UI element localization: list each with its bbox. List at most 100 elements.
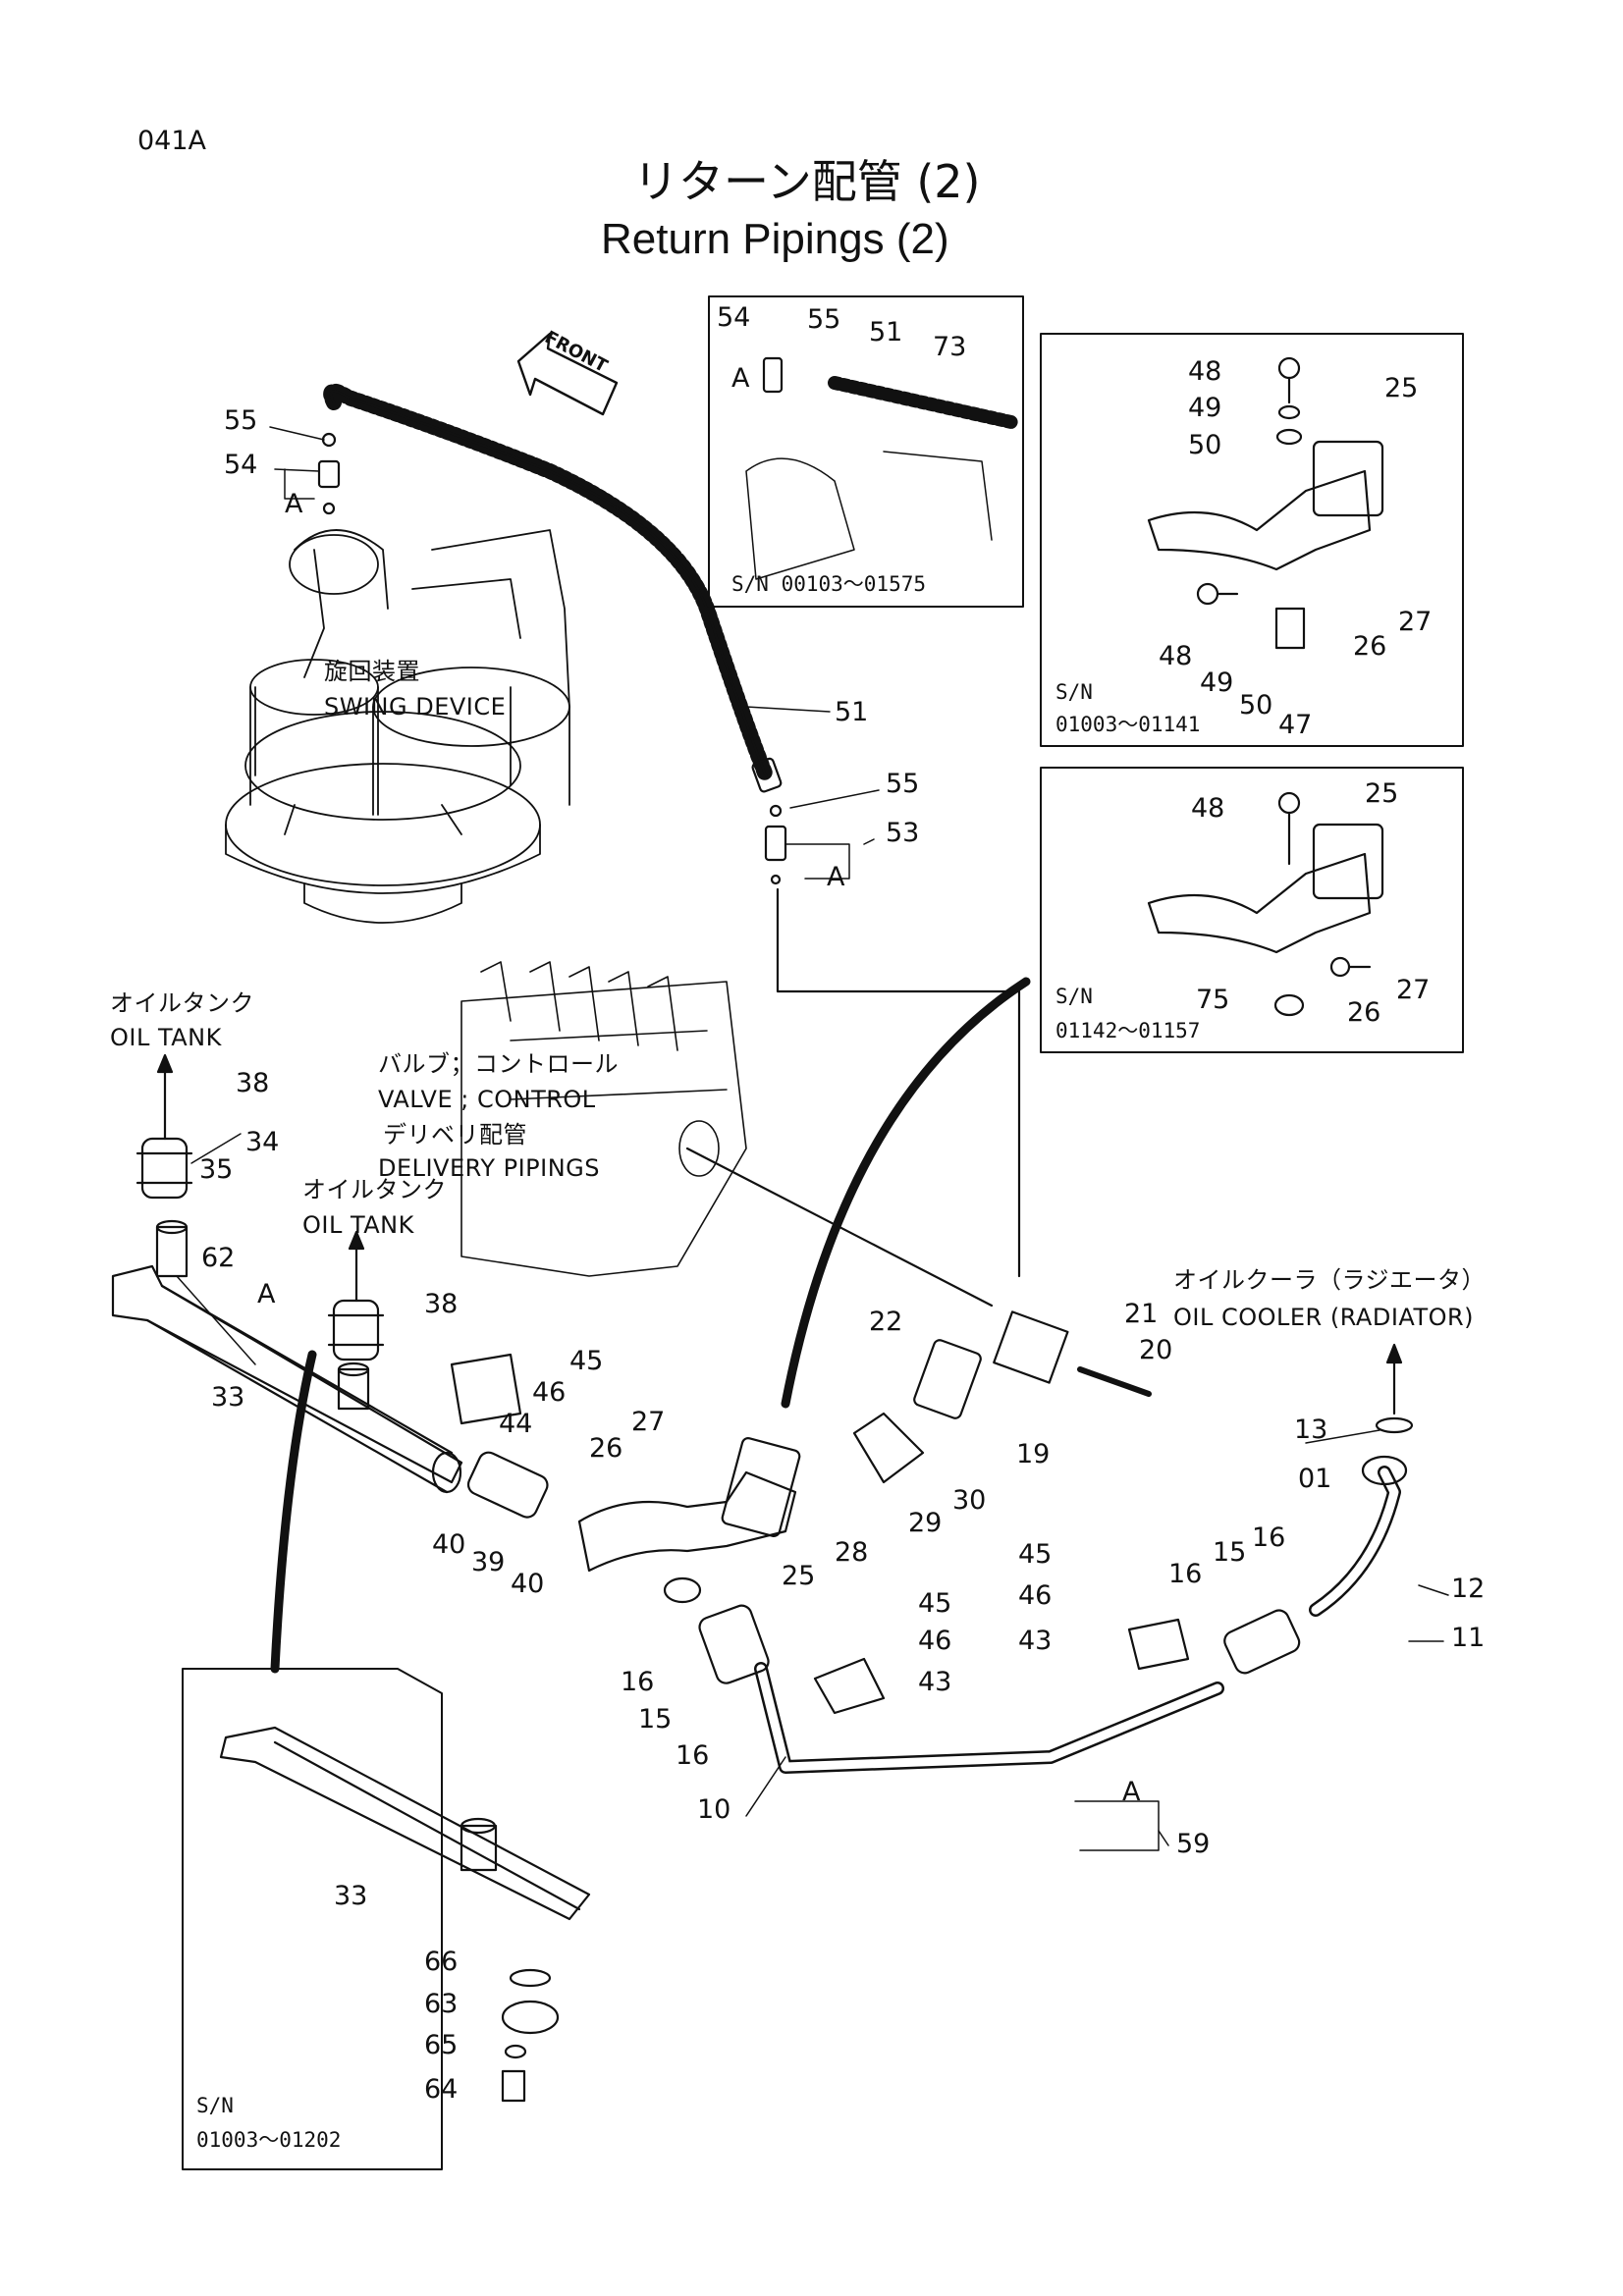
callout-11: 11: [1451, 1623, 1486, 1653]
oil-tank-right-label-jp: オイルタンク: [302, 1176, 447, 1203]
callout-16: 16: [621, 1667, 655, 1697]
callout-13: 13: [1294, 1415, 1328, 1445]
swing-device-label-jp: 旋回装置: [324, 658, 420, 685]
title-english: Return Pipings (2): [601, 215, 949, 263]
callout-62: 62: [201, 1243, 236, 1273]
callout-63: 63: [424, 1989, 459, 2019]
inset-pipe-serial-range: 01003～01202: [196, 2128, 342, 2152]
callout-73: 73: [933, 332, 967, 362]
callout-25: 25: [1384, 373, 1419, 403]
inset-elbow-b-frame: [1040, 767, 1464, 1053]
callout-51: 51: [835, 697, 869, 727]
callout-53: 53: [886, 818, 920, 848]
inset-elbow-b-serial-label: S/N: [1055, 985, 1093, 1008]
callout-35: 35: [199, 1154, 234, 1185]
callout-51: 51: [869, 317, 903, 347]
callout-40: 40: [432, 1529, 466, 1560]
callout-25: 25: [1365, 778, 1399, 809]
callout-26: 26: [1353, 631, 1387, 662]
callout-16: 16: [1168, 1559, 1203, 1589]
inset-elbow-b-serial-range: 01142～01157: [1055, 1019, 1201, 1042]
callout-27: 27: [631, 1407, 666, 1437]
swing-device-drawing: [225, 529, 570, 924]
inset-elbow-a-frame: [1040, 333, 1464, 747]
callout-45: 45: [569, 1346, 604, 1376]
hose-38-left: [135, 1137, 193, 1200]
delivery-pipings-label-jp: デリベリ配管: [383, 1121, 527, 1148]
callout-a: A: [827, 862, 845, 892]
callout-16: 16: [1252, 1522, 1286, 1553]
callout-55: 55: [886, 769, 920, 799]
callout-50: 50: [1188, 430, 1222, 460]
hose-38-right: [327, 1299, 385, 1362]
inset-hose-serial: S/N 00103～01575: [731, 572, 927, 596]
oil-cooler-label-en: OIL COOLER (RADIATOR): [1173, 1304, 1475, 1331]
inset-elbow-a-serial-label: S/N: [1055, 680, 1093, 704]
callout-48: 48: [1188, 356, 1222, 387]
swing-device-label-en: SWING DEVICE: [324, 693, 507, 721]
callout-21: 21: [1124, 1299, 1159, 1329]
callout-27: 27: [1396, 975, 1431, 1005]
callout-33: 33: [211, 1382, 245, 1413]
callout-26: 26: [1347, 997, 1381, 1028]
callout-15: 15: [1213, 1537, 1247, 1568]
callout-22: 22: [869, 1307, 903, 1337]
tank-pipe-33: [111, 1219, 463, 1494]
callout-54: 54: [717, 302, 751, 333]
callout-40: 40: [511, 1569, 545, 1599]
callout-12: 12: [1451, 1574, 1486, 1604]
title-japanese: リターン配管 (2): [633, 155, 981, 208]
callout-45: 45: [918, 1588, 952, 1619]
callout-65: 65: [424, 2030, 459, 2060]
callout-54: 54: [224, 450, 258, 480]
oil-tank-right-label-en: OIL TANK: [302, 1211, 414, 1239]
callout-50: 50: [1239, 690, 1273, 721]
callout-43: 43: [1018, 1626, 1053, 1656]
front-arrow-icon: [516, 332, 619, 416]
callout-27: 27: [1398, 607, 1433, 637]
callout-28: 28: [835, 1537, 869, 1568]
elbow-25: [577, 1470, 797, 1573]
callout-26: 26: [589, 1433, 623, 1464]
callout-29: 29: [908, 1508, 943, 1538]
inset-elbow-a-serial-range: 01003～01141: [1055, 713, 1201, 736]
callout-47: 47: [1278, 710, 1313, 740]
callout-43: 43: [918, 1667, 952, 1697]
callout-a: A: [285, 489, 303, 519]
callout-48: 48: [1191, 793, 1225, 824]
callout-49: 49: [1200, 667, 1234, 698]
callout-16: 16: [676, 1740, 710, 1771]
callout-a: A: [1122, 1777, 1141, 1807]
callout-15: 15: [638, 1704, 673, 1735]
callout-75: 75: [1196, 985, 1230, 1015]
control-valve-label-jp: バルブ；コントロール: [378, 1050, 619, 1078]
oil-tank-left-label-jp: オイルタンク: [110, 989, 254, 1017]
callout-19: 19: [1016, 1439, 1051, 1469]
callout-a: A: [731, 363, 750, 394]
page-code: 041A: [137, 126, 207, 156]
callout-48: 48: [1159, 641, 1193, 671]
oil-tank-left-label-en: OIL TANK: [110, 1024, 222, 1051]
delivery-pipings-label-en: DELIVERY PIPINGS: [378, 1154, 600, 1182]
callout-46: 46: [1018, 1580, 1053, 1611]
inset-pipe-frame: [182, 1668, 443, 2170]
callout-45: 45: [1018, 1539, 1053, 1570]
callout-10: 10: [697, 1794, 731, 1825]
callout-46: 46: [532, 1377, 567, 1408]
callout-66: 66: [424, 1947, 459, 1977]
inset-hose-frame: [708, 295, 1024, 608]
callout-25: 25: [782, 1561, 816, 1591]
control-valve-drawing: [460, 961, 747, 1277]
inset-pipe-serial-label: S/N: [196, 2094, 234, 2117]
callout-38: 38: [236, 1068, 270, 1098]
callout-38: 38: [424, 1289, 459, 1319]
callout-55: 55: [807, 304, 841, 335]
callout-34: 34: [245, 1127, 280, 1157]
callout-49: 49: [1188, 393, 1222, 423]
callout-01: 01: [1298, 1464, 1332, 1494]
callout-a: A: [257, 1279, 276, 1309]
oil-cooler-label-jp: オイルクーラ（ラジエータ）: [1173, 1266, 1487, 1294]
callout-20: 20: [1139, 1335, 1173, 1365]
